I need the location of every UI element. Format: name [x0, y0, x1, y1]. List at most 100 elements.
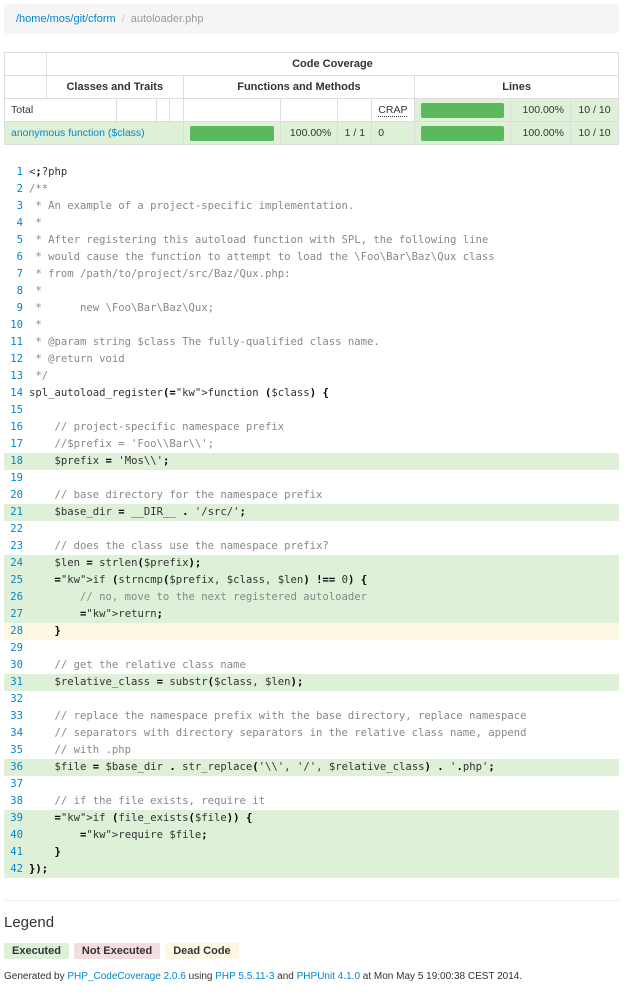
line-number[interactable]: 11 [10, 336, 23, 348]
line-source: * @param string $class The fully-qualifi… [29, 336, 380, 348]
code-line: 6 * would cause the function to attempt … [4, 249, 619, 266]
line-number[interactable]: 14 [10, 387, 23, 399]
line-number[interactable]: 7 [16, 268, 23, 280]
line-number[interactable]: 1 [16, 166, 23, 178]
line-source: * [29, 319, 42, 331]
line-source: * @return void [29, 353, 125, 365]
line-number[interactable]: 36 [10, 761, 23, 773]
line-number[interactable]: 26 [10, 591, 23, 603]
code-line: 5 * After registering this autoload func… [4, 232, 619, 249]
total-label: Total [4, 98, 117, 122]
line-number[interactable]: 3 [16, 200, 23, 212]
code-line: 13 */ [4, 368, 619, 385]
line-source: // replace the namespace prefix with the… [29, 710, 527, 722]
code-line: 23 // does the class use the namespace p… [4, 538, 619, 555]
line-number[interactable]: 24 [10, 557, 23, 569]
legend-not-executed: Not Executed [73, 943, 161, 959]
line-source: $relative_class = substr($class, $len); [29, 676, 304, 688]
line-source: // separators with directory separators … [29, 727, 527, 739]
line-number[interactable]: 2 [16, 183, 23, 195]
line-number[interactable]: 23 [10, 540, 23, 552]
code-line: 21 $base_dir = __DIR__ . '/src/'; [4, 504, 619, 521]
line-source: $prefix = 'Mos\\'; [29, 455, 170, 467]
total-lines-progress-bar [421, 102, 505, 118]
code-line: 12 * @return void [4, 351, 619, 368]
legend-dead-code: Dead Code [165, 943, 239, 959]
line-number[interactable]: 9 [16, 302, 23, 314]
code-line: 30 // get the relative class name [4, 657, 619, 674]
crap-header[interactable]: CRAP [378, 104, 408, 117]
code-line: 28 } [4, 623, 619, 640]
code-line: 4 * [4, 215, 619, 232]
footer: Generated by PHP_CodeCoverage 2.0.6 usin… [4, 971, 522, 982]
line-number[interactable]: 8 [16, 285, 23, 297]
line-number[interactable]: 16 [10, 421, 23, 433]
line-source: // project-specific namespace prefix [29, 421, 285, 433]
line-source [28, 640, 619, 657]
footer-php-link[interactable]: PHP 5.5.11-3 [215, 971, 275, 982]
line-source [28, 470, 619, 487]
line-source [28, 402, 619, 419]
line-number[interactable]: 22 [10, 523, 23, 535]
line-number[interactable]: 27 [10, 608, 23, 620]
line-source: * After registering this autoload functi… [29, 234, 489, 246]
function-link[interactable]: anonymous function ($class) [11, 127, 145, 139]
line-source: * new \Foo\Bar\Baz\Qux; [29, 302, 214, 314]
legend-executed: Executed [4, 943, 69, 959]
code-line: 10 * [4, 317, 619, 334]
line-source: * from /path/to/project/src/Baz/Qux.php: [29, 268, 291, 280]
line-number[interactable]: 42 [10, 863, 23, 875]
code-line: 31 $relative_class = substr($class, $len… [4, 674, 619, 691]
line-number[interactable]: 28 [10, 625, 23, 637]
line-number[interactable]: 29 [10, 642, 23, 654]
line-source: // base directory for the namespace pref… [29, 489, 323, 501]
line-number[interactable]: 4 [16, 217, 23, 229]
line-number[interactable]: 5 [16, 234, 23, 246]
line-number[interactable]: 31 [10, 676, 23, 688]
line-number[interactable]: 13 [10, 370, 23, 382]
line-source [28, 521, 619, 538]
function-lines-count: 10 / 10 [569, 121, 620, 145]
line-source: // get the relative class name [29, 659, 246, 671]
line-number[interactable]: 15 [10, 404, 23, 416]
footer-phpunit-link[interactable]: PHPUnit 4.1.0 [296, 971, 361, 982]
code-line: 19 [4, 470, 619, 487]
line-number[interactable]: 12 [10, 353, 23, 365]
line-number[interactable]: 17 [10, 438, 23, 450]
line-number[interactable]: 18 [10, 455, 23, 467]
line-source: <;?php [29, 166, 68, 178]
line-number[interactable]: 35 [10, 744, 23, 756]
footer-codecoverage-link[interactable]: PHP_CodeCoverage 2.0.6 [67, 971, 186, 982]
line-number[interactable]: 6 [16, 251, 23, 263]
breadcrumb-path-link[interactable]: /home/mos/git/cform [16, 13, 116, 25]
line-number[interactable]: 38 [10, 795, 23, 807]
line-number[interactable]: 37 [10, 778, 23, 790]
line-source [28, 691, 619, 708]
code-line: 40 ="kw">require $file; [4, 827, 619, 844]
legend-title: Legend [4, 914, 55, 931]
line-number[interactable]: 21 [10, 506, 23, 518]
code-line: 1 <;?php [4, 164, 619, 181]
code-line: 15 [4, 402, 619, 419]
coverage-table: Code Coverage Classes and Traits Functio… [4, 52, 620, 145]
line-number[interactable]: 40 [10, 829, 23, 841]
total-lines-count: 10 / 10 [569, 98, 620, 122]
code-line: 7 * from /path/to/project/src/Baz/Qux.ph… [4, 266, 619, 283]
line-number[interactable]: 33 [10, 710, 23, 722]
line-source: // no, move to the next registered autol… [29, 591, 368, 603]
line-source: /** [29, 183, 49, 195]
function-coverage-percent: 100.00% [280, 121, 339, 145]
code-line: 38 // if the file exists, require it [4, 793, 619, 810]
line-number[interactable]: 10 [10, 319, 23, 331]
line-number[interactable]: 34 [10, 727, 23, 739]
line-number[interactable]: 19 [10, 472, 23, 484]
line-number[interactable]: 20 [10, 489, 23, 501]
line-number[interactable]: 30 [10, 659, 23, 671]
line-number[interactable]: 25 [10, 574, 23, 586]
line-number[interactable]: 39 [10, 812, 23, 824]
line-number[interactable]: 41 [10, 846, 23, 858]
line-source: ="kw">return; [80, 608, 163, 620]
line-number[interactable]: 32 [10, 693, 23, 705]
